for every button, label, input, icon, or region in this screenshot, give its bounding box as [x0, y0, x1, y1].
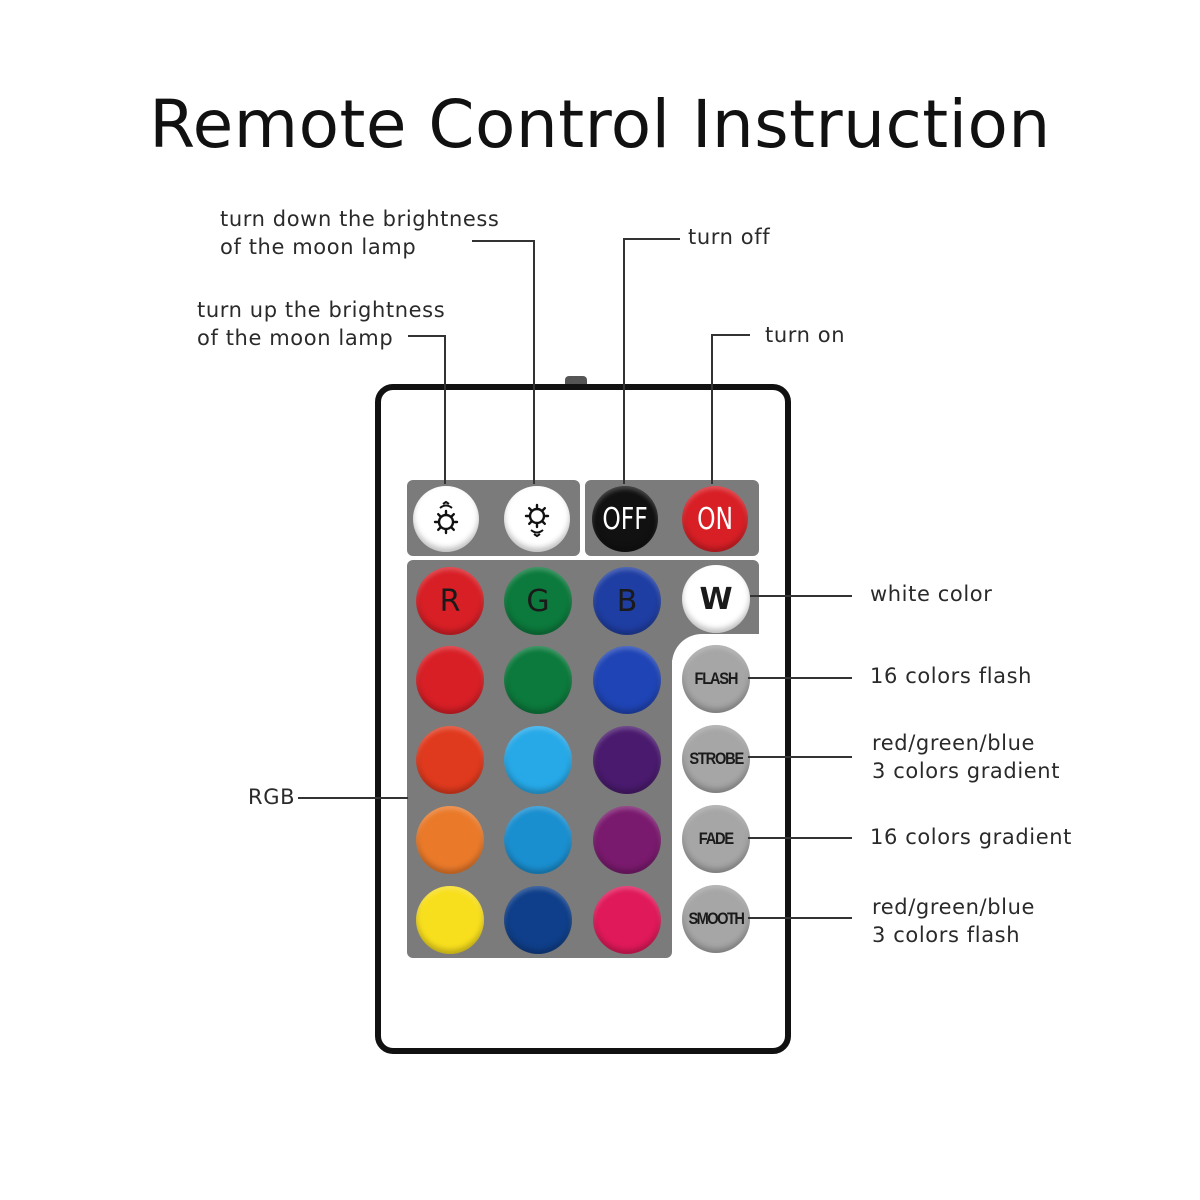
blue-button[interactable]: B — [593, 567, 661, 635]
color-button-r4c2[interactable] — [504, 806, 572, 874]
callout-strobe: red/green/blue 3 colors gradient — [872, 731, 1061, 783]
on-button-label: ON — [697, 501, 733, 537]
flash-button[interactable]: FLASH — [682, 645, 750, 713]
color-button-r5c1[interactable] — [416, 886, 484, 954]
color-button-r5c2[interactable] — [504, 886, 572, 954]
remote-ir-nub — [565, 376, 587, 386]
green-button[interactable]: G — [504, 567, 572, 635]
smooth-button[interactable]: SMOOTH — [682, 885, 750, 953]
callout-flash: 16 colors flash — [870, 664, 1033, 688]
color-button-r3c1[interactable] — [416, 726, 484, 794]
color-button-r4c1[interactable] — [416, 806, 484, 874]
sun-brightness-up-icon — [433, 500, 459, 535]
color-button-r2c2[interactable] — [504, 646, 572, 714]
callout-smooth: red/green/blue 3 colors flash — [872, 895, 1036, 947]
sun-brightness-down-icon — [524, 503, 550, 538]
strobe-button[interactable]: STROBE — [682, 725, 750, 793]
color-button-r3c3[interactable] — [593, 726, 661, 794]
callout-white: white color — [870, 582, 993, 606]
fade-button[interactable]: FADE — [682, 805, 750, 873]
color-button-r2c3[interactable] — [593, 646, 661, 714]
off-button[interactable]: OFF — [592, 486, 658, 552]
color-button-r5c3[interactable] — [593, 886, 661, 954]
on-button[interactable]: ON — [682, 486, 748, 552]
callout-turn-on: turn on — [765, 323, 846, 347]
page-title: Remote Control Instruction — [149, 86, 1051, 163]
off-button-label: OFF — [602, 501, 648, 537]
brightness-down-button[interactable] — [504, 486, 570, 552]
brightness-up-button[interactable] — [413, 486, 479, 552]
red-button[interactable]: R — [416, 567, 484, 635]
callout-brightness-down: turn down the brightness of the moon lam… — [220, 207, 500, 259]
callout-rgb: RGB — [248, 785, 296, 809]
callout-brightness-up: turn up the brightness of the moon lamp — [197, 298, 446, 350]
color-button-r3c2[interactable] — [504, 726, 572, 794]
callout-fade: 16 colors gradient — [870, 825, 1072, 849]
callout-turn-off: turn off — [688, 225, 771, 249]
white-button[interactable]: W — [682, 565, 750, 633]
color-button-r4c3[interactable] — [593, 806, 661, 874]
color-button-r2c1[interactable] — [416, 646, 484, 714]
